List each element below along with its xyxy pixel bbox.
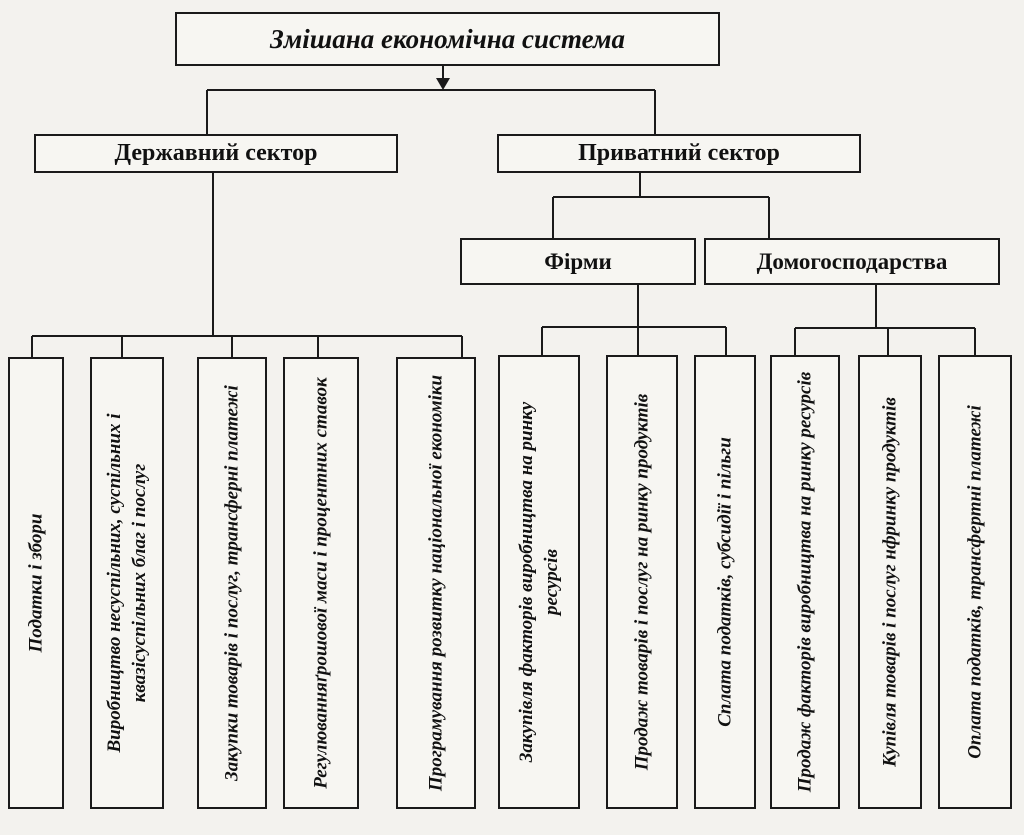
public-function-box: Податки і збори [8,357,64,809]
firms-function-box: Закупівля факторів виробництва на ринку … [498,355,580,809]
households-function-text: Продаж факторів виробництва на ринку рес… [794,371,816,793]
public-function-text: Регулюванняґрошової маси і процентних ст… [310,377,332,789]
public-function-text: Закупки товарів і послуг, трансферні пла… [221,385,243,781]
households-function-box: Купівля товарів і послуг нфринку продукт… [858,355,922,809]
firms-function-box: Сплата податків, субсидії і пільги [694,355,756,809]
public-sector-box: Державний сектор [34,134,398,173]
households-label: Домогосподарства [756,248,948,274]
public-function-box: Регулюванняґрошової маси і процентних ст… [283,357,359,809]
firms-function-text: Закупівля факторів виробництва на ринку … [516,401,562,763]
public-function-text: Виробництво несуспільних, суспільних і к… [104,413,150,753]
firms-function-text: Сплата податків, субсидії і пільги [714,437,736,727]
households-function-box: Оплата податків, трансфертні платежі [938,355,1012,809]
public-function-text: Податки і збори [25,513,47,653]
public-function-box: Виробництво несуспільних, суспільних і к… [90,357,164,809]
households-function-text: Купівля товарів і послуг нфринку продукт… [879,397,901,767]
diagram-title-text: Змішана економічна система [270,23,625,54]
firms-box: Фірми [460,238,696,285]
firms-function-box: Продаж товарів і послуг на ринку продукт… [606,355,678,809]
households-box: Домогосподарства [704,238,1000,285]
firms-function-text: Продаж товарів і послуг на ринку продукт… [631,393,653,771]
private-sector-box: Приватний сектор [497,134,861,173]
firms-label: Фірми [544,248,612,274]
public-function-box: Програмування розвитку національної екон… [396,357,476,809]
public-function-text: Програмування розвитку національної екон… [425,374,447,792]
public-sector-label: Державний сектор [114,140,318,166]
households-function-text: Оплата податків, трансфертні платежі [964,405,986,759]
private-sector-label: Приватний сектор [578,140,780,166]
public-function-box: Закупки товарів і послуг, трансферні пла… [197,357,267,809]
diagram-title: Змішана економічна система [175,12,720,66]
households-function-box: Продаж факторів виробництва на ринку рес… [770,355,840,809]
